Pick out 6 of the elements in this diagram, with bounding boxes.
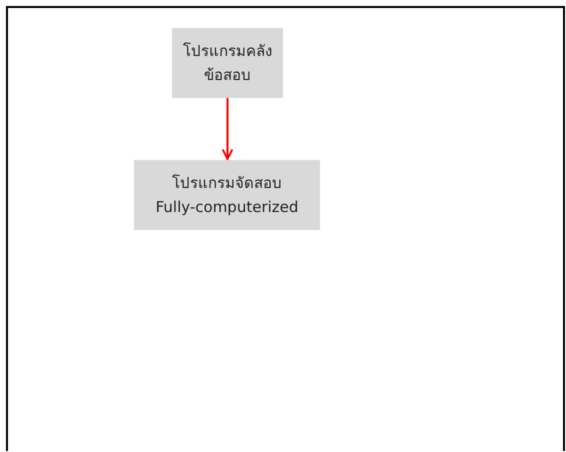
box-label: โปรแกรมคลังข้อสอบ — [182, 41, 273, 86]
process-box — [172, 28, 283, 98]
box-label: โปรแกรมจัดสอบ — [172, 173, 282, 194]
arrow — [222, 98, 234, 160]
process-box — [134, 160, 320, 230]
box-label: Fully-computerized — [156, 197, 298, 218]
